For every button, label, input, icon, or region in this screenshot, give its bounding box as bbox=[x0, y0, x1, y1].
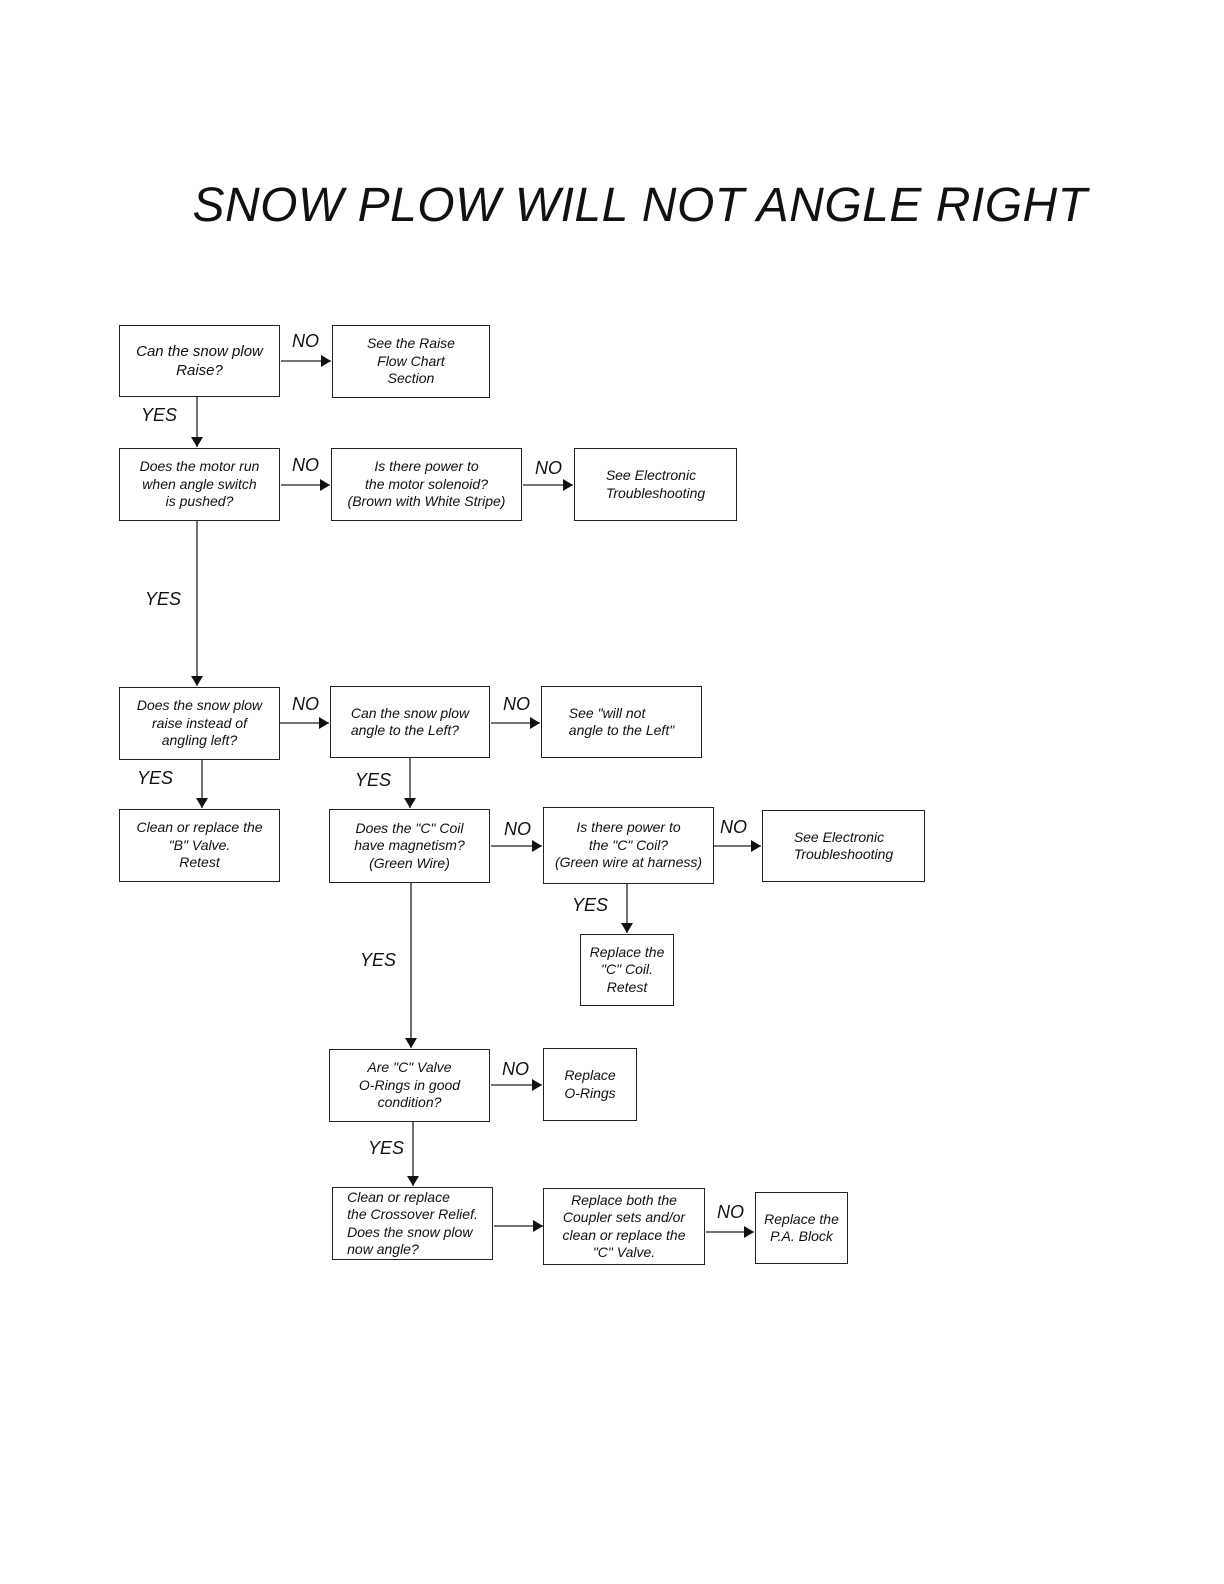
label-yes: YES bbox=[141, 405, 178, 425]
question-power-to-c-coil: Is there power to the "C" Coil? (Green w… bbox=[543, 807, 714, 884]
question-can-plow-raise: Can the snow plow Raise? bbox=[119, 325, 280, 397]
label-yes: YES bbox=[137, 768, 174, 788]
action-replace-pa-block: Replace the P.A. Block bbox=[755, 1192, 848, 1264]
label-no: NO bbox=[717, 1202, 744, 1222]
label-yes: YES bbox=[368, 1138, 405, 1158]
node-text: See Electronic Troubleshooting bbox=[605, 467, 706, 501]
question-raise-instead-of-angling: Does the snow plow raise instead of angl… bbox=[119, 687, 280, 760]
action-replace-coupler-sets: Replace both the Coupler sets and/or cle… bbox=[543, 1188, 705, 1265]
node-text: Clean or replace the Crossover Relief. D… bbox=[347, 1188, 478, 1258]
node-text: Clean or replace the "B" Valve. Retest bbox=[136, 819, 263, 871]
node-text: Does the motor run when angle switch is … bbox=[139, 458, 260, 510]
action-see-raise-flow-chart: See the Raise Flow Chart Section bbox=[332, 325, 490, 398]
question-does-motor-run: Does the motor run when angle switch is … bbox=[119, 448, 280, 521]
node-text: Does the snow plow raise instead of angl… bbox=[136, 697, 263, 749]
action-replace-c-coil: Replace the "C" Coil. Retest bbox=[580, 934, 674, 1006]
action-clean-replace-b-valve: Clean or replace the "B" Valve. Retest bbox=[119, 809, 280, 882]
node-text: See the Raise Flow Chart Section bbox=[367, 335, 455, 387]
question-c-coil-magnetism: Does the "C" Coil have magnetism? (Green… bbox=[329, 809, 490, 883]
label-no: NO bbox=[503, 694, 530, 714]
node-text: Can the snow plow angle to the Left? bbox=[350, 704, 470, 739]
question-c-valve-orings: Are "C" Valve O-Rings in good condition? bbox=[329, 1049, 490, 1122]
node-text: See Electronic Troubleshooting bbox=[793, 828, 894, 863]
action-replace-orings: Replace O-Rings bbox=[543, 1048, 637, 1121]
node-text: Replace both the Coupler sets and/or cle… bbox=[562, 1191, 686, 1261]
label-no: NO bbox=[292, 455, 319, 475]
label-no: NO bbox=[292, 694, 319, 714]
node-text: Can the snow plow Raise? bbox=[136, 343, 263, 379]
question-angle-to-left: Can the snow plow angle to the Left? bbox=[330, 686, 490, 758]
label-no: NO bbox=[504, 819, 531, 839]
question-power-to-motor-solenoid: Is there power to the motor solenoid? (B… bbox=[331, 448, 522, 521]
label-yes: YES bbox=[572, 895, 609, 915]
question-clean-crossover-relief: Clean or replace the Crossover Relief. D… bbox=[332, 1187, 493, 1260]
action-see-electronic-troubleshooting-2: See Electronic Troubleshooting bbox=[762, 810, 925, 882]
node-text: See "will not angle to the Left" bbox=[568, 704, 675, 739]
node-text: Are "C" Valve O-Rings in good condition? bbox=[358, 1059, 461, 1111]
label-yes: YES bbox=[145, 589, 182, 609]
label-no: NO bbox=[292, 331, 319, 351]
node-text: Replace O-Rings bbox=[564, 1067, 616, 1101]
action-see-electronic-troubleshooting: See Electronic Troubleshooting bbox=[574, 448, 737, 521]
action-see-will-not-angle-left: See "will not angle to the Left" bbox=[541, 686, 702, 758]
label-yes: YES bbox=[360, 950, 397, 970]
label-no: NO bbox=[720, 817, 747, 837]
node-text: Does the "C" Coil have magnetism? (Green… bbox=[354, 819, 465, 871]
node-text: Is there power to the motor solenoid? (B… bbox=[347, 458, 506, 510]
label-no: NO bbox=[535, 458, 562, 478]
page-title: SNOW PLOW WILL NOT ANGLE RIGHT bbox=[192, 179, 1088, 232]
node-text: Replace the "C" Coil. Retest bbox=[589, 943, 665, 995]
label-yes: YES bbox=[355, 770, 392, 790]
label-no: NO bbox=[502, 1059, 529, 1079]
node-text: Replace the P.A. Block bbox=[764, 1210, 839, 1245]
node-text: Is there power to the "C" Coil? (Green w… bbox=[554, 819, 703, 871]
